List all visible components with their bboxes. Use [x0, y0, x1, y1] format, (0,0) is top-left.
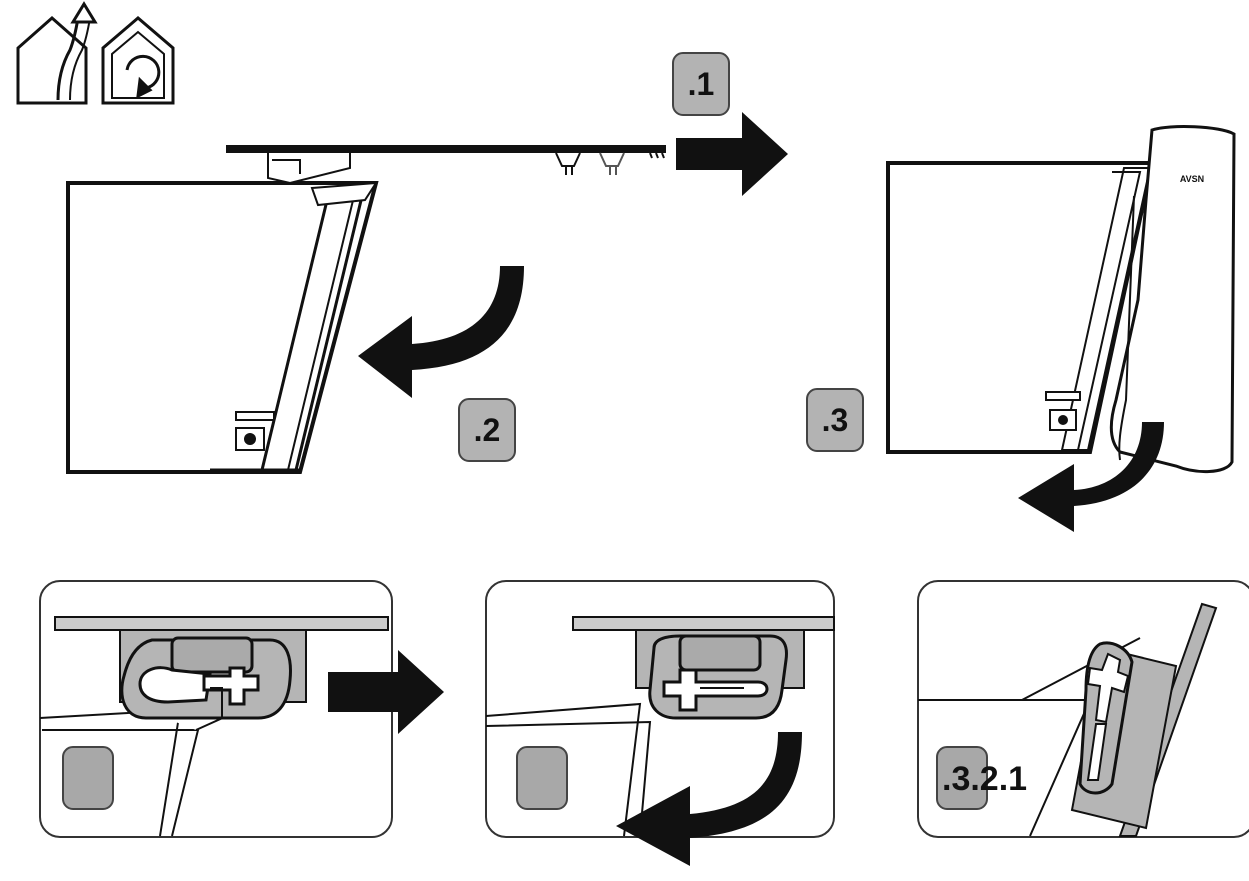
panel-1-blank-badge	[62, 746, 114, 810]
detail-panel-3	[917, 580, 1249, 838]
step-3-badge: .3	[806, 388, 864, 452]
extraction-house-icon	[16, 1, 98, 105]
rotate-down-arrow-panel-icon	[616, 732, 802, 866]
hood-body-left	[66, 181, 379, 474]
rotate-down-arrow-icon	[358, 266, 524, 398]
panel-3-blank-badge	[936, 746, 988, 810]
hood-body-right	[886, 161, 1155, 454]
canopy-brand-label: AVSN	[1180, 174, 1204, 184]
slide-right-arrow-icon	[676, 112, 788, 196]
detail-panel-2	[485, 580, 835, 838]
glass-canopy-mounted	[1109, 125, 1236, 474]
slide-right-arrow-panel-icon	[328, 650, 444, 734]
step-1-badge: .1	[672, 52, 730, 116]
panel-2-blank-badge	[516, 746, 568, 810]
recirculation-house-icon	[101, 16, 175, 105]
sequence-label: .3.2.1	[942, 760, 1028, 798]
detail-panel-1	[39, 580, 393, 838]
step-2-badge: .2	[458, 398, 516, 462]
glass-canopy-panel	[226, 145, 666, 185]
rotate-down-arrow-right-icon	[1018, 422, 1164, 532]
